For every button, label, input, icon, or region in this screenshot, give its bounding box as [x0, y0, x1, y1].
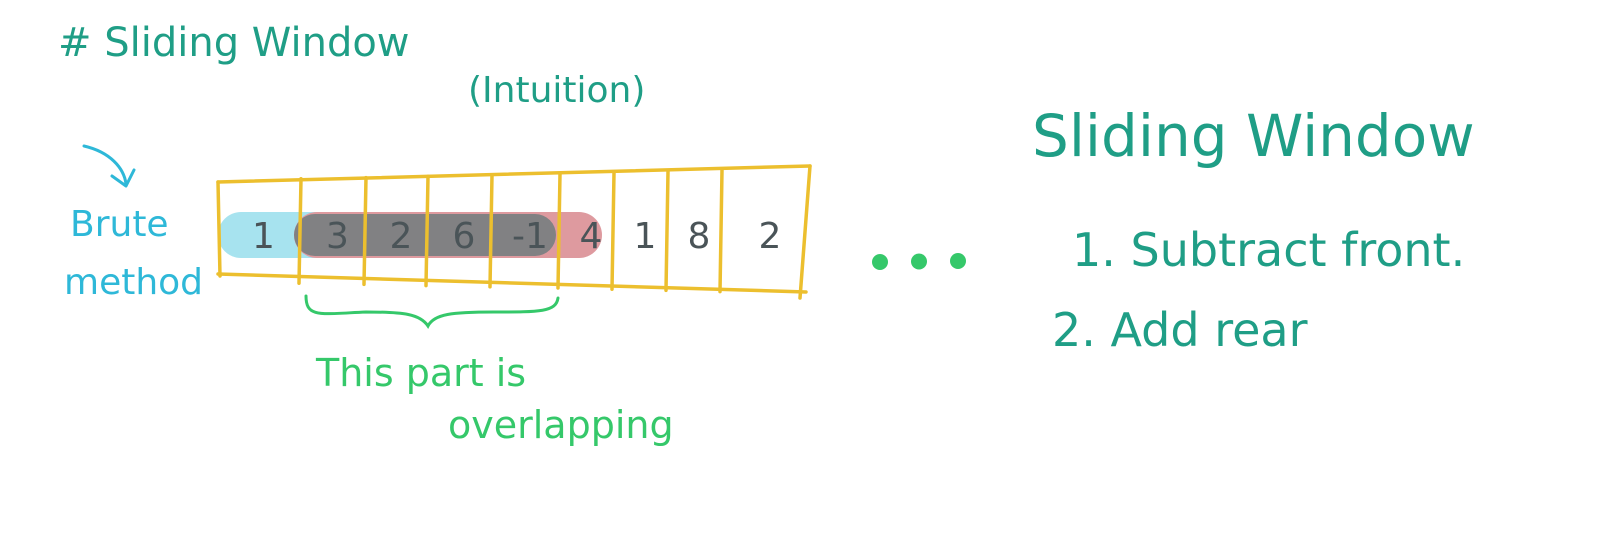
- cell-divider: [297, 177, 303, 285]
- right-panel-title: Sliding Window: [1032, 102, 1475, 170]
- cell-divider: [424, 174, 430, 288]
- cell-dividers: [297, 168, 724, 294]
- cell-divider: [610, 171, 616, 291]
- step-1: 1. Subtract front.: [1072, 223, 1465, 277]
- brute-label-line2: method: [64, 262, 203, 303]
- cell-divider: [664, 169, 670, 293]
- brute-label-line1: Brute: [70, 204, 169, 245]
- cell-divider: [718, 168, 724, 294]
- overlap-label-line2: overlapping: [448, 403, 674, 447]
- array-cell-3: 6: [453, 216, 476, 257]
- title: # Sliding Window: [58, 20, 410, 66]
- array-cell-8: 2: [759, 216, 782, 257]
- array-cell-0: 1: [252, 216, 275, 257]
- array-cell-4: -1: [512, 216, 548, 257]
- cell-divider: [556, 172, 562, 290]
- ellipsis-dot: [950, 253, 966, 269]
- ellipsis-dot: [911, 253, 927, 270]
- cell-divider: [488, 173, 494, 289]
- brute-arrow-icon: [82, 144, 136, 188]
- cell-divider: [362, 175, 368, 287]
- array-cell-6: 1: [634, 216, 657, 257]
- array-cell-1: 3: [326, 216, 349, 257]
- ellipsis-dot: [872, 254, 888, 270]
- overlap-label-line1: This part is: [315, 351, 526, 395]
- array-cell-5: 4: [580, 216, 603, 257]
- array-cell-2: 2: [390, 216, 413, 257]
- array-cell-7: 8: [688, 216, 711, 257]
- step-2: 2. Add rear: [1052, 303, 1308, 357]
- subtitle: (Intuition): [468, 70, 645, 111]
- overlap-brace: [304, 294, 560, 329]
- ellipsis-dots: [872, 253, 966, 270]
